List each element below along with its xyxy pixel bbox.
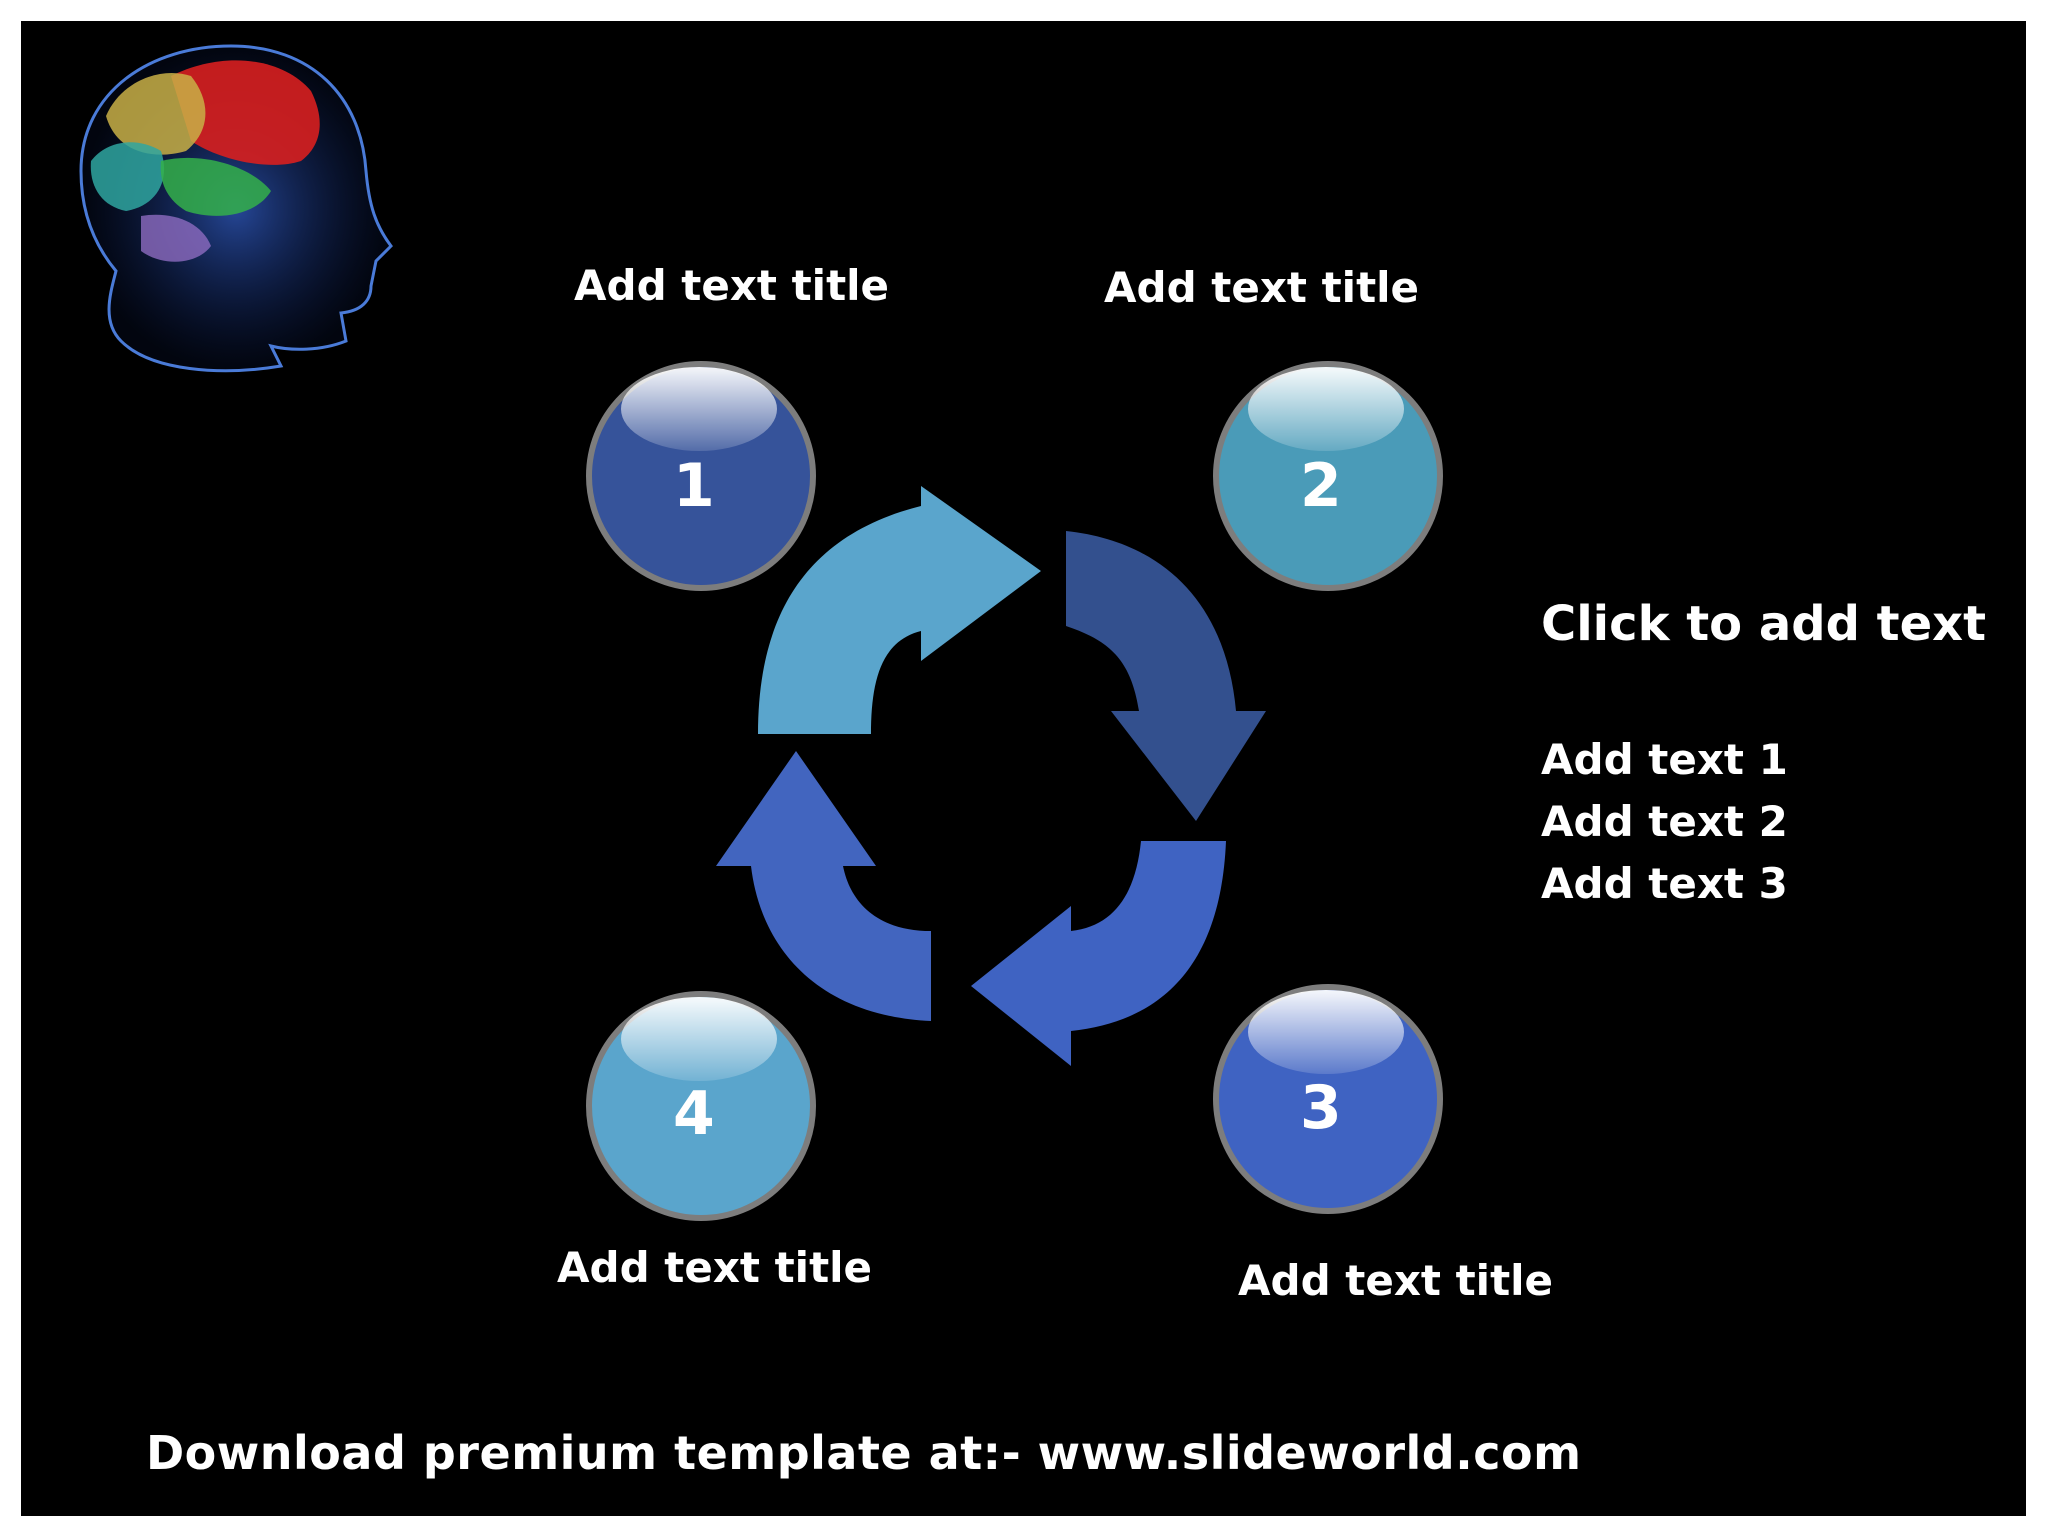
step-title-1[interactable]: Add text title [574,261,890,310]
side-heading[interactable]: Click to add text [1541,596,1987,652]
side-list: Add text 1 Add text 2 Add text 3 [1541,729,1788,915]
step-title-4[interactable]: Add text title [557,1243,873,1292]
step-number-1: 1 [673,451,715,521]
step-sphere-3 [1213,984,1443,1214]
cycle-arrows [716,486,1266,1066]
side-item-3[interactable]: Add text 3 [1541,859,1788,908]
arrow-top-left [758,486,1041,734]
step-number-3: 3 [1300,1073,1342,1143]
footer-download-text: Download premium template at:- www.slide… [146,1426,1582,1480]
step-title-3[interactable]: Add text title [1238,1256,1554,1305]
arrow-top-right [1066,531,1266,821]
side-item-1[interactable]: Add text 1 [1541,735,1788,784]
step-sphere-2 [1213,361,1443,591]
cycle-diagram [79,44,1443,1221]
step-number-2: 2 [1300,451,1342,521]
step-title-2[interactable]: Add text title [1104,263,1420,312]
step-sphere-4 [586,991,816,1221]
step-sphere-1 [586,361,816,591]
slide: 1 2 3 4 Add text title Add text title Ad… [21,21,2026,1516]
step-number-4: 4 [673,1079,715,1149]
side-item-2[interactable]: Add text 2 [1541,797,1788,846]
arrow-bottom-left [716,751,931,1021]
brain-head-icon [79,44,393,373]
arrow-bottom-right [971,841,1226,1066]
